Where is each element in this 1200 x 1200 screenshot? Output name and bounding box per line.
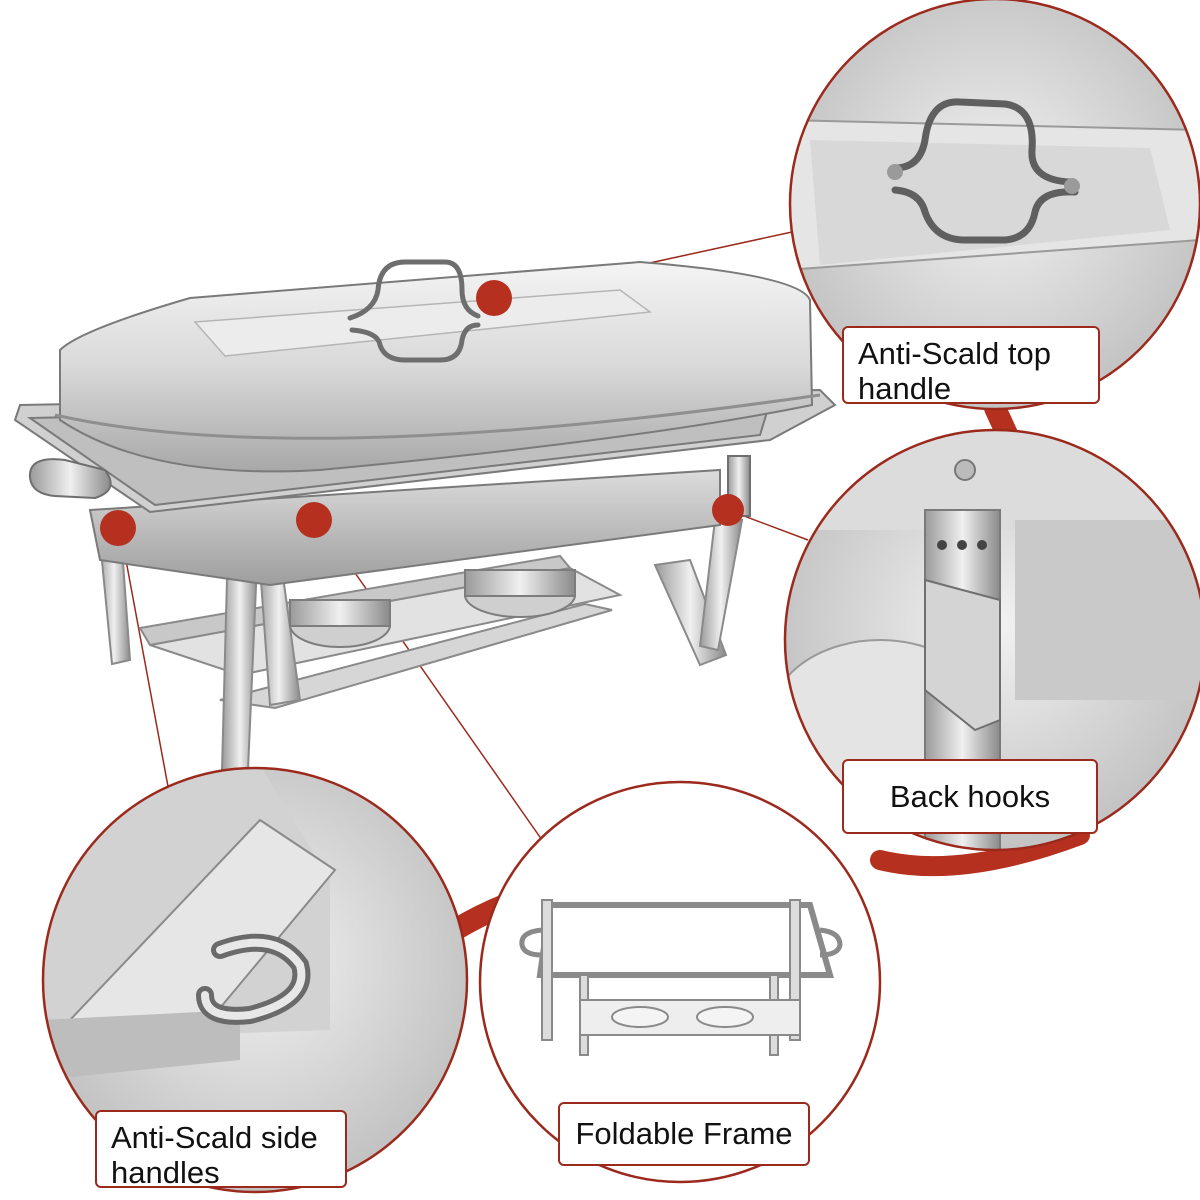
label-foldable-frame: Foldable Frame <box>558 1102 810 1166</box>
label-side-handles: Anti-Scald side handles <box>95 1110 347 1190</box>
zoom-top-handle <box>788 0 1200 411</box>
fuel-cans <box>289 569 576 648</box>
dot-top-handle <box>476 280 512 316</box>
dot-back-hook <box>712 494 744 526</box>
label-back-hooks: Back hooks <box>842 759 1098 834</box>
zoom-foldable-frame <box>478 780 882 1184</box>
lid <box>54 260 821 473</box>
dot-side-handle <box>100 510 136 546</box>
dot-pan-side <box>296 502 332 538</box>
chafing-dish <box>13 259 837 771</box>
left-side-handle <box>28 458 112 500</box>
top-handle <box>347 259 481 363</box>
label-top-handle: Anti-Scald top handle <box>842 326 1100 406</box>
callout-dots <box>100 280 744 546</box>
